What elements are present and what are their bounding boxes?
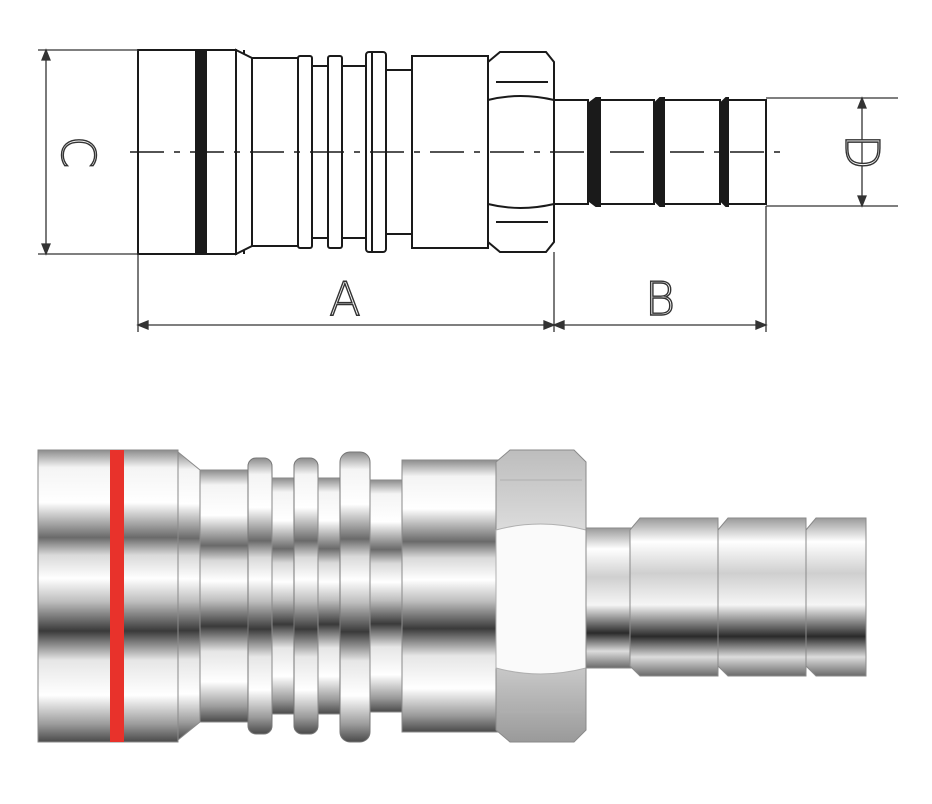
dim-label-b: B bbox=[645, 272, 675, 326]
chrome-ring-1 bbox=[247, 457, 273, 735]
chrome-sleeve bbox=[37, 449, 179, 743]
chrome-sleeve-taper bbox=[177, 450, 201, 742]
chrome-barb-1 bbox=[629, 517, 719, 677]
dimension-lines bbox=[38, 48, 898, 332]
chrome-body bbox=[199, 469, 251, 723]
chrome-hose-tail bbox=[585, 527, 637, 669]
chrome-barb-3 bbox=[805, 517, 867, 677]
technical-drawing bbox=[130, 48, 790, 256]
red-band bbox=[110, 450, 124, 742]
ring-1 bbox=[297, 55, 313, 249]
rendered-coupling bbox=[37, 449, 867, 743]
chrome-ring-2 bbox=[293, 457, 319, 735]
chrome-ring-3 bbox=[339, 451, 371, 743]
dim-label-c: C bbox=[51, 136, 105, 168]
barb-3 bbox=[719, 97, 729, 207]
dim-label-a: A bbox=[329, 272, 360, 326]
chrome-barb-2 bbox=[717, 517, 807, 677]
chrome-collar bbox=[401, 459, 499, 733]
dim-label-d: D bbox=[835, 134, 889, 169]
